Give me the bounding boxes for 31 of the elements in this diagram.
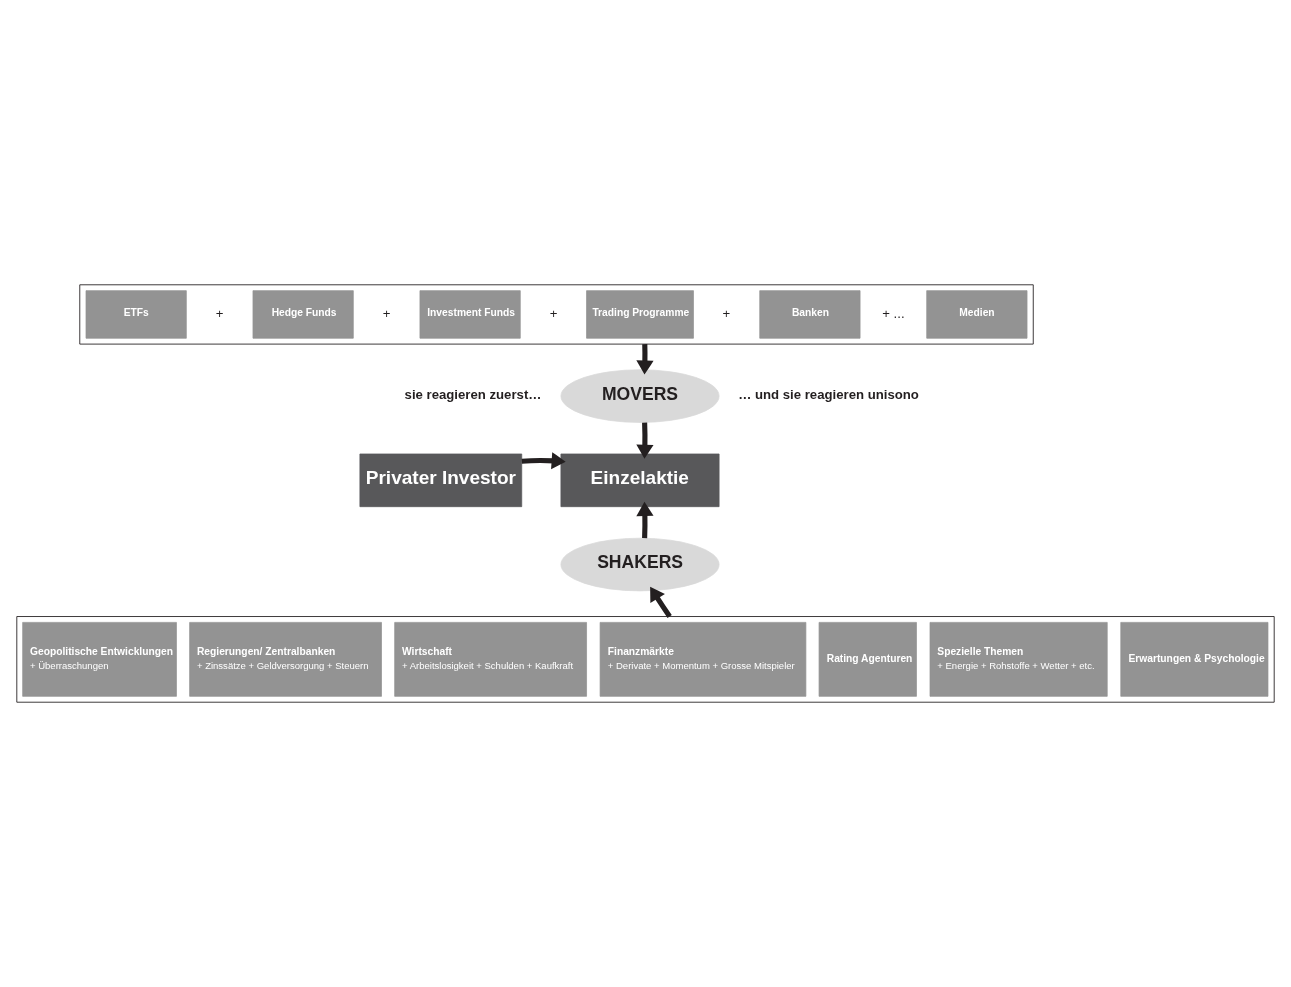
node-box: Trading Programme xyxy=(586,290,694,339)
node-box: Erwartungen & Psychologie xyxy=(1120,622,1269,697)
cluster xyxy=(79,284,1034,345)
arrow xyxy=(521,452,566,470)
node-box: Privater Investor xyxy=(359,453,523,508)
label: + ... xyxy=(882,305,905,321)
node-box: Hedge Funds xyxy=(252,290,354,339)
label: + xyxy=(549,305,558,321)
node-box: Medien xyxy=(926,290,1028,339)
node-box: ETFs xyxy=(85,290,187,339)
node-box: Finanzmärkte + Derivate + Momentum + Grosse Mitspieler xyxy=(599,622,807,697)
label: sie reagieren zuerst… xyxy=(404,386,542,402)
node-box: Investment Funds xyxy=(419,290,521,339)
arrow xyxy=(636,422,654,459)
node-box: Banken xyxy=(759,290,861,339)
cluster xyxy=(16,616,1275,703)
arrow xyxy=(636,344,654,375)
node-box: Wirtschaft + Arbeitslosigkeit + Schulden + Kaufkraft xyxy=(394,622,587,697)
node-box: Rating Agenturen xyxy=(818,622,917,697)
node-box: Geopolitische Entwicklungen + Überraschungen xyxy=(22,622,177,697)
label: + xyxy=(215,305,224,321)
label: + xyxy=(382,305,391,321)
arrow xyxy=(636,501,654,539)
node-box: Spezielle Themen + Energie + Rohstoffe + Wetter + etc. xyxy=(929,622,1108,697)
label: … und sie reagieren unisono xyxy=(738,386,919,402)
node-ellipse: SHAKERS xyxy=(560,537,720,592)
node-box: Einzelaktie xyxy=(560,453,720,508)
node-ellipse: MOVERS xyxy=(560,369,720,423)
label: + xyxy=(722,305,731,321)
node-box: Regierungen/ Zentralbanken + Zinssätze + Geldversorgung + Steuern xyxy=(189,622,382,697)
arrow xyxy=(650,586,672,618)
